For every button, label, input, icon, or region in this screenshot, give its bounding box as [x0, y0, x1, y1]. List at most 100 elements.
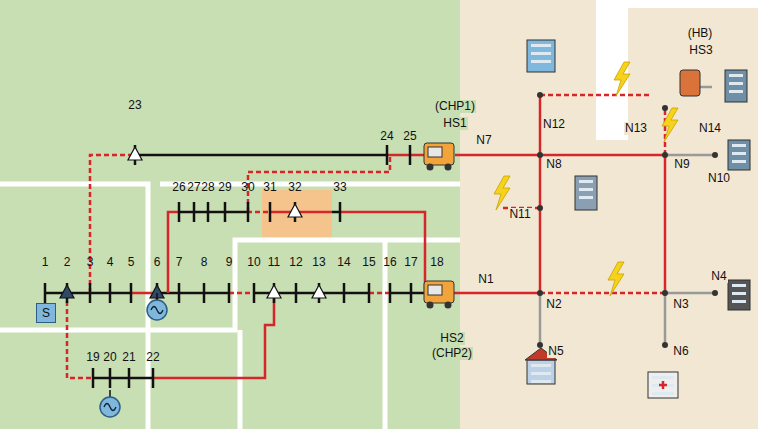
line [168, 212, 179, 293]
heat-node-label: N6 [672, 345, 689, 358]
window [729, 82, 743, 85]
window [579, 180, 593, 183]
junction-dot [537, 205, 543, 211]
bus-tick [339, 202, 342, 222]
heat-node-label: N1 [477, 273, 494, 286]
line [664, 108, 667, 155]
window [652, 392, 674, 395]
bus-number: 12 [288, 256, 303, 269]
heat-node-label: N7 [475, 134, 492, 147]
bus-tick [410, 283, 413, 303]
heat-node-label: N12 [542, 118, 566, 131]
line [539, 95, 542, 293]
heat-node-label: N9 [673, 158, 690, 171]
line [664, 155, 667, 293]
line [93, 377, 153, 380]
window [732, 284, 746, 287]
bus-number: 24 [379, 130, 394, 143]
line [539, 293, 542, 345]
bus-number: 22 [145, 351, 160, 364]
road [238, 330, 243, 429]
road [0, 240, 460, 330]
generator-lead [156, 293, 158, 300]
bus-number: 19 [85, 351, 100, 364]
bus-tick [343, 283, 346, 303]
bus-number: 28 [200, 181, 215, 194]
bus-tick [44, 283, 47, 303]
fault-lightning [614, 62, 630, 96]
bus-tick [92, 368, 95, 388]
bus-tick [253, 283, 256, 303]
bus-number: 5 [127, 256, 136, 269]
bus-number: 13 [311, 256, 326, 269]
bus-number: 1 [41, 256, 50, 269]
fault-lightning [494, 176, 510, 210]
window [729, 74, 743, 77]
fault-lightning [662, 108, 678, 142]
junction-dot [537, 152, 543, 158]
junction-dot [712, 290, 718, 296]
line [665, 154, 715, 157]
line [440, 292, 540, 295]
bus-number: 31 [262, 181, 277, 194]
chp-panel [428, 147, 442, 157]
bus-tick [89, 283, 92, 303]
window [732, 300, 746, 303]
zone-box [262, 190, 332, 237]
junction-dot [662, 342, 668, 348]
source-label: (HB) [687, 27, 714, 40]
line [90, 155, 135, 293]
fault-lightning [608, 262, 624, 296]
line [664, 293, 667, 345]
line [340, 212, 425, 293]
building-icon [527, 40, 555, 72]
bus-tick [193, 202, 196, 222]
window [531, 380, 551, 383]
bus-number: 17 [403, 256, 418, 269]
heat-node-label: N5 [547, 345, 564, 358]
junction-dot [662, 290, 668, 296]
bus-number: 33 [332, 181, 347, 194]
road [0, 184, 148, 330]
bus-number: 11 [267, 256, 281, 269]
bus-number: 32 [287, 181, 302, 194]
source-label: (CHP2) [431, 347, 473, 360]
generator-wave [151, 307, 163, 314]
road [146, 330, 151, 429]
bus-tick [247, 202, 250, 222]
bus-number: 16 [382, 256, 397, 269]
heat-node-label: N14 [698, 122, 722, 135]
chp-panel [428, 285, 442, 295]
bus-number: 27 [186, 181, 201, 194]
window [531, 52, 551, 55]
building-icon [648, 372, 678, 398]
window [531, 372, 551, 375]
source-label: HS3 [688, 44, 713, 57]
bus-number: 8 [200, 256, 209, 269]
line [540, 292, 665, 295]
bus-tick [178, 202, 181, 222]
junction-dot [662, 105, 668, 111]
bus-tick [128, 368, 131, 388]
junction-dot [537, 342, 543, 348]
line [247, 211, 270, 214]
bus-triangle [128, 147, 142, 160]
bus-number: 23 [127, 99, 142, 112]
bus-triangle [60, 285, 74, 298]
line [153, 293, 274, 378]
bus-tick [389, 283, 392, 303]
window [531, 364, 551, 367]
line [135, 154, 387, 157]
line [540, 94, 650, 97]
heat-node-label: N8 [545, 158, 562, 171]
bus-tick [109, 283, 112, 303]
node-text: S [42, 306, 50, 320]
window [531, 60, 551, 63]
line [45, 292, 131, 295]
line [270, 211, 332, 214]
bus-number: 10 [246, 256, 261, 269]
bus-tick [269, 202, 272, 222]
chp-wheel [445, 164, 452, 171]
bus-number: 6 [153, 256, 162, 269]
building-icon [728, 280, 750, 310]
